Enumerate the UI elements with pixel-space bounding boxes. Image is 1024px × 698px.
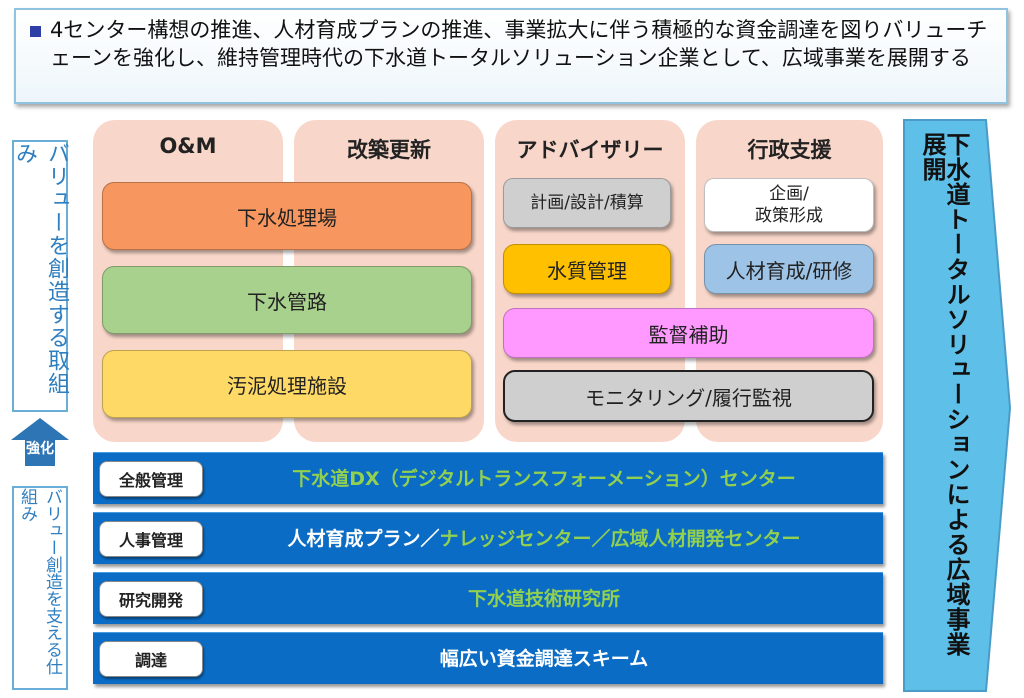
column-header-admin-support: 行政支援 xyxy=(747,138,832,162)
planning-policy-box: 企画/ 政策形成 xyxy=(704,178,874,232)
strengthen-arrow: 強化 xyxy=(9,416,71,468)
sewer-pipes-box: 下水管路 xyxy=(102,266,472,334)
support-band: 調達 幅広い資金調達スキーム xyxy=(93,632,883,684)
band-text: 幅広い資金調達スキーム xyxy=(211,633,877,685)
planning-policy-line1: 企画/ xyxy=(769,184,809,204)
column-header-advisory: アドバイザリー xyxy=(516,138,664,162)
support-band: 全般管理 下水道DX（デジタルトランスフォーメーション）センター xyxy=(93,452,883,504)
band-tag: 人事管理 xyxy=(99,521,203,557)
bullet-icon xyxy=(30,26,41,37)
right-chevron-arrow xyxy=(903,119,1012,692)
treatment-plant-box: 下水処理場 xyxy=(102,182,472,250)
band-text: 下水道DX（デジタルトランスフォーメーション）センター xyxy=(211,453,877,505)
sludge-facility-box: 汚泥処理施設 xyxy=(102,350,472,418)
monitoring-box: モニタリング/履行監視 xyxy=(503,370,874,422)
support-band: 人事管理人材育成プラン／ナレッジセンター／広域人材開発センター xyxy=(93,512,883,564)
value-support-label: バリュー創造を支える仕組み xyxy=(12,486,68,690)
water-quality-box: 水質管理 xyxy=(503,244,671,294)
header-box: 4センター構想の推進、人材育成プランの推進、事業拡大に伴う積極的な資金調達を図り… xyxy=(14,8,1008,104)
band-text-part: ナレッジセンター／広域人材開発センター xyxy=(439,528,801,550)
up-arrow-icon xyxy=(11,418,69,466)
supervision-box: 監督補助 xyxy=(503,308,874,358)
planning-policy-line2: 政策形成 xyxy=(755,206,823,226)
column-header-reconstruction: 改築更新 xyxy=(347,138,431,162)
band-tag: 研究開発 xyxy=(99,581,203,617)
hr-training-box: 人材育成/研修 xyxy=(704,244,874,294)
strengthen-label: 強化 xyxy=(26,441,54,457)
band-text: 下水道技術研究所 xyxy=(211,573,877,625)
band-text-part: 幅広い資金調達スキーム xyxy=(439,648,649,670)
band-tag: 全般管理 xyxy=(99,461,203,497)
value-creation-label: バリューを創造する取組み xyxy=(12,140,69,412)
band-text-part: 下水道技術研究所 xyxy=(467,588,620,610)
band-text-part: 人材育成プラン／ xyxy=(287,528,440,550)
right-arrow-label: 下水道トータルソリューションによる広域事業展開 xyxy=(918,132,970,657)
band-text: 人材育成プラン／ナレッジセンター／広域人材開発センター xyxy=(211,513,877,565)
planning-design-box: 計画/設計/積算 xyxy=(503,178,671,228)
header-text: 4センター構想の推進、人材育成プランの推進、事業拡大に伴う積極的な資金調達を図り… xyxy=(50,18,988,70)
support-band: 研究開発 下水道技術研究所 xyxy=(93,572,883,624)
column-header-om: O&M xyxy=(159,134,217,158)
band-tag: 調達 xyxy=(99,641,203,677)
band-text-part: 下水道DX（デジタルトランスフォーメーション）センター xyxy=(292,468,796,490)
